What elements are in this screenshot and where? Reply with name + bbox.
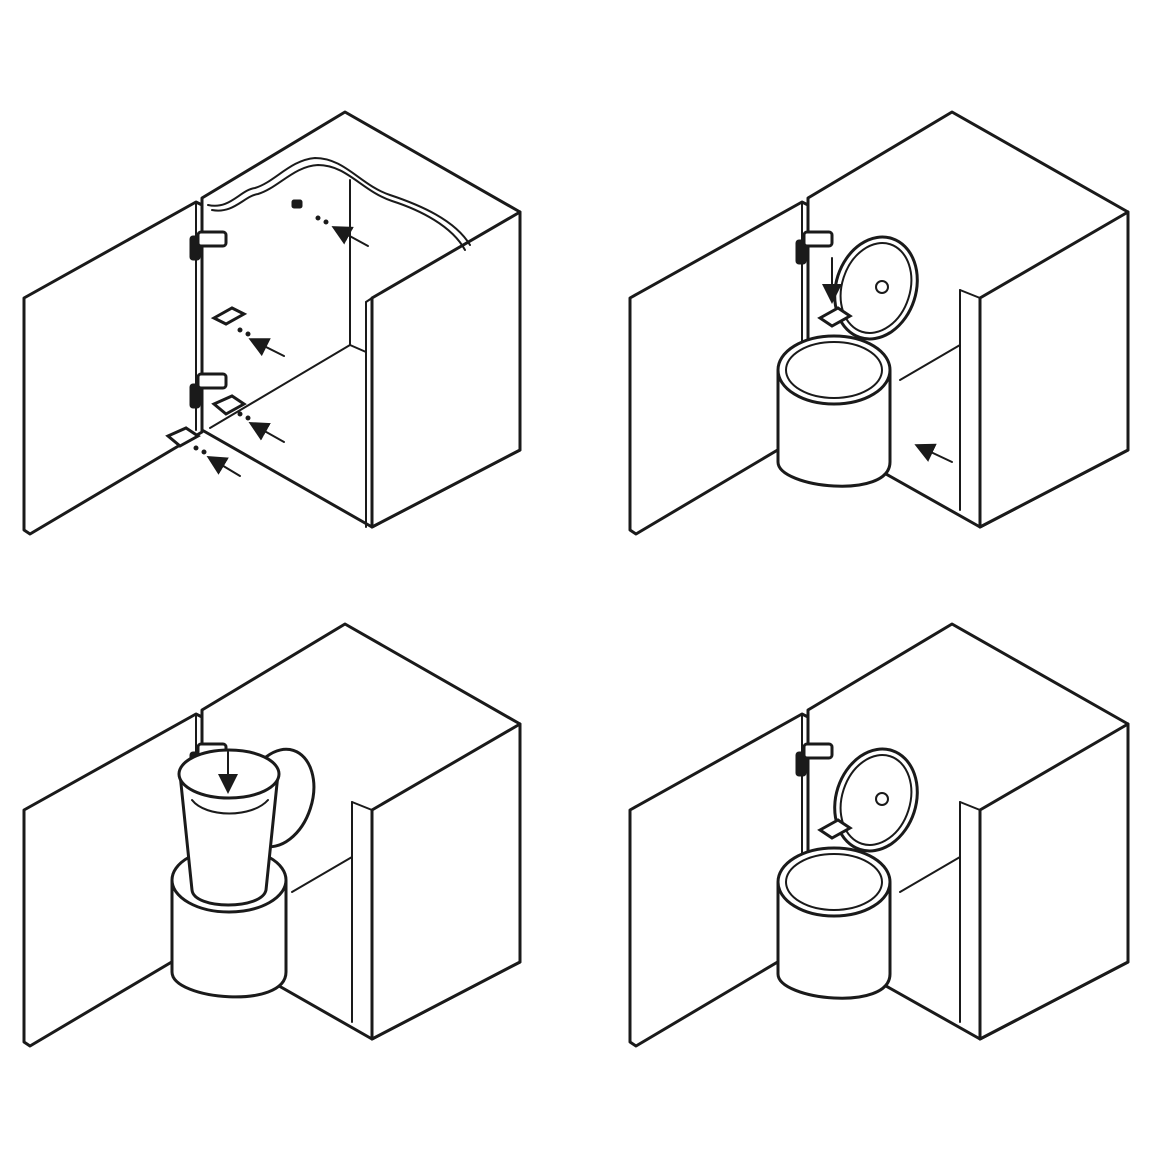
- inner-bucket: [178, 772, 280, 907]
- side-panel-edge: [351, 801, 373, 811]
- interior-floor-back: [291, 856, 353, 893]
- arrow-icon: [248, 338, 285, 357]
- interior-floor-back: [209, 344, 351, 429]
- interior-floor-back: [899, 344, 961, 381]
- hinge-top-icon: [189, 230, 228, 261]
- bracket-lower-icon: [211, 394, 247, 416]
- template-curve-inner: [211, 164, 466, 251]
- step-3-bucket-lowering: [22, 622, 522, 1048]
- bin-lid-rim: [839, 754, 913, 846]
- bin-inner-rim: [785, 853, 883, 911]
- cabinet-side-panel: [978, 722, 1130, 1041]
- cabinet-side-panel: [978, 210, 1130, 529]
- lid-knob-icon: [875, 280, 889, 294]
- cabinet-side-panel: [370, 722, 522, 1041]
- mount-hole-icon: [291, 199, 303, 209]
- cabinet-door: [22, 200, 204, 536]
- bin-top: [776, 334, 892, 406]
- bracket-icon: [817, 818, 853, 840]
- cabinet-side-panel: [370, 210, 522, 529]
- arrow-icon: [914, 443, 953, 463]
- arrow-icon: [331, 226, 369, 247]
- hinge-top-icon: [795, 742, 834, 777]
- bracket-middle-icon: [210, 306, 248, 326]
- side-panel-edge: [959, 289, 981, 299]
- arrow-icon: [248, 422, 285, 443]
- side-panel-edge: [365, 297, 373, 303]
- screw-dots: [193, 215, 329, 455]
- interior-floor-back: [899, 856, 961, 893]
- bin-lid-rim: [839, 242, 913, 334]
- bracket-floor-icon: [165, 426, 201, 448]
- interior-floor-side: [349, 344, 367, 353]
- hinge-top-icon: [795, 230, 834, 265]
- bin-inner-rim: [785, 341, 883, 399]
- step-4-assembled: [628, 622, 1130, 1048]
- step-1-cabinet-brackets: [22, 110, 522, 536]
- outer-bin-body: [170, 880, 288, 999]
- bin-top: [776, 846, 892, 918]
- hinge-bottom-icon: [189, 372, 228, 409]
- bracket-icon: [817, 306, 853, 328]
- side-panel-edge: [959, 801, 981, 811]
- lid-knob-icon: [875, 792, 889, 806]
- template-curve: [207, 157, 471, 246]
- bucket-handle: [191, 799, 269, 815]
- arrow-icon: [206, 455, 241, 477]
- step-2-bin-insert: [628, 110, 1130, 536]
